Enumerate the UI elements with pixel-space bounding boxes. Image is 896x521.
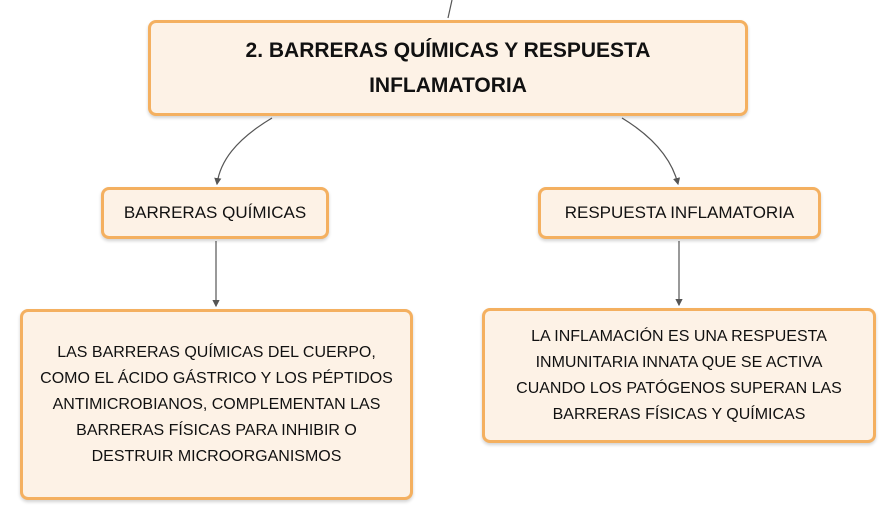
- detail-node-barreras-quimicas[interactable]: LAS BARRERAS QUÍMICAS DEL CUERPO, COMO E…: [20, 309, 413, 500]
- branch-node-respuesta-inflamatoria[interactable]: RESPUESTA INFLAMATORIA: [538, 187, 821, 239]
- connector-root-to-respuesta: [621, 117, 681, 186]
- branch-label-barreras-quimicas: BARRERAS QUÍMICAS: [123, 203, 307, 222]
- connector-from-parent: [447, 0, 453, 19]
- detail-text-respuesta-inflamatoria: LA INFLAMACIÓN ES UNA RESPUESTA INMUNITA…: [516, 327, 842, 423]
- connector-root-to-barreras: [214, 117, 273, 186]
- detail-node-respuesta-inflamatoria[interactable]: LA INFLAMACIÓN ES UNA RESPUESTA INMUNITA…: [482, 308, 876, 443]
- root-node[interactable]: 2. BARRERAS QUÍMICAS Y RESPUESTA INFLAMA…: [148, 20, 748, 116]
- branch-label-respuesta-inflamatoria: RESPUESTA INFLAMATORIA: [564, 203, 795, 222]
- detail-text-barreras-quimicas: LAS BARRERAS QUÍMICAS DEL CUERPO, COMO E…: [40, 343, 393, 465]
- root-title: 2. BARRERAS QUÍMICAS Y RESPUESTA INFLAMA…: [245, 39, 651, 97]
- branch-node-barreras-quimicas[interactable]: BARRERAS QUÍMICAS: [101, 187, 329, 239]
